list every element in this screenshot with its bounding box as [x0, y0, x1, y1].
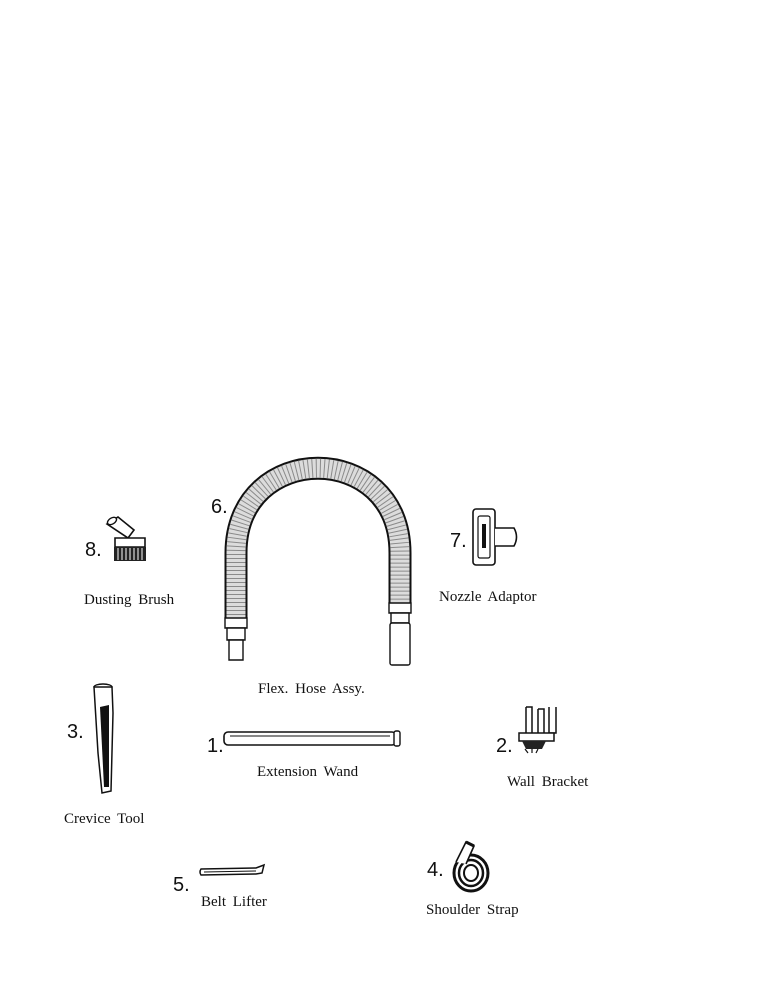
part-label-shoulder-strap: Shoulder Strap	[426, 902, 519, 918]
part-label-nozzle-adaptor: Nozzle Adaptor	[439, 589, 537, 605]
part-label-flex-hose: Flex. Hose Assy.	[258, 681, 365, 697]
belt-lifter-icon	[198, 863, 268, 879]
part-number-8: 8.	[85, 539, 102, 561]
part-number-7: 7.	[450, 530, 467, 552]
part-number-2: 2.	[496, 735, 513, 757]
nozzle-adaptor-icon	[472, 508, 522, 568]
part-label-extension-wand: Extension Wand	[257, 764, 359, 780]
part-number-1: 1.	[207, 735, 224, 757]
part-number-3: 3.	[67, 721, 84, 743]
part-label-wall-bracket: Wall Bracket	[507, 774, 589, 790]
part-label-belt-lifter: Belt Lifter	[201, 894, 267, 910]
dusting-brush-icon	[104, 516, 146, 561]
extension-wand-icon	[222, 729, 402, 749]
crevice-tool-icon	[90, 683, 120, 795]
wall-bracket-icon	[516, 705, 562, 753]
part-label-dusting-brush: Dusting Brush	[84, 592, 175, 608]
part-label-crevice-tool: Crevice Tool	[64, 811, 145, 827]
flex-hose-icon	[212, 458, 412, 666]
part-number-4: 4.	[427, 859, 444, 881]
shoulder-strap-icon	[446, 838, 494, 894]
part-number-6: 6.	[211, 496, 228, 518]
part-number-5: 5.	[173, 874, 190, 896]
